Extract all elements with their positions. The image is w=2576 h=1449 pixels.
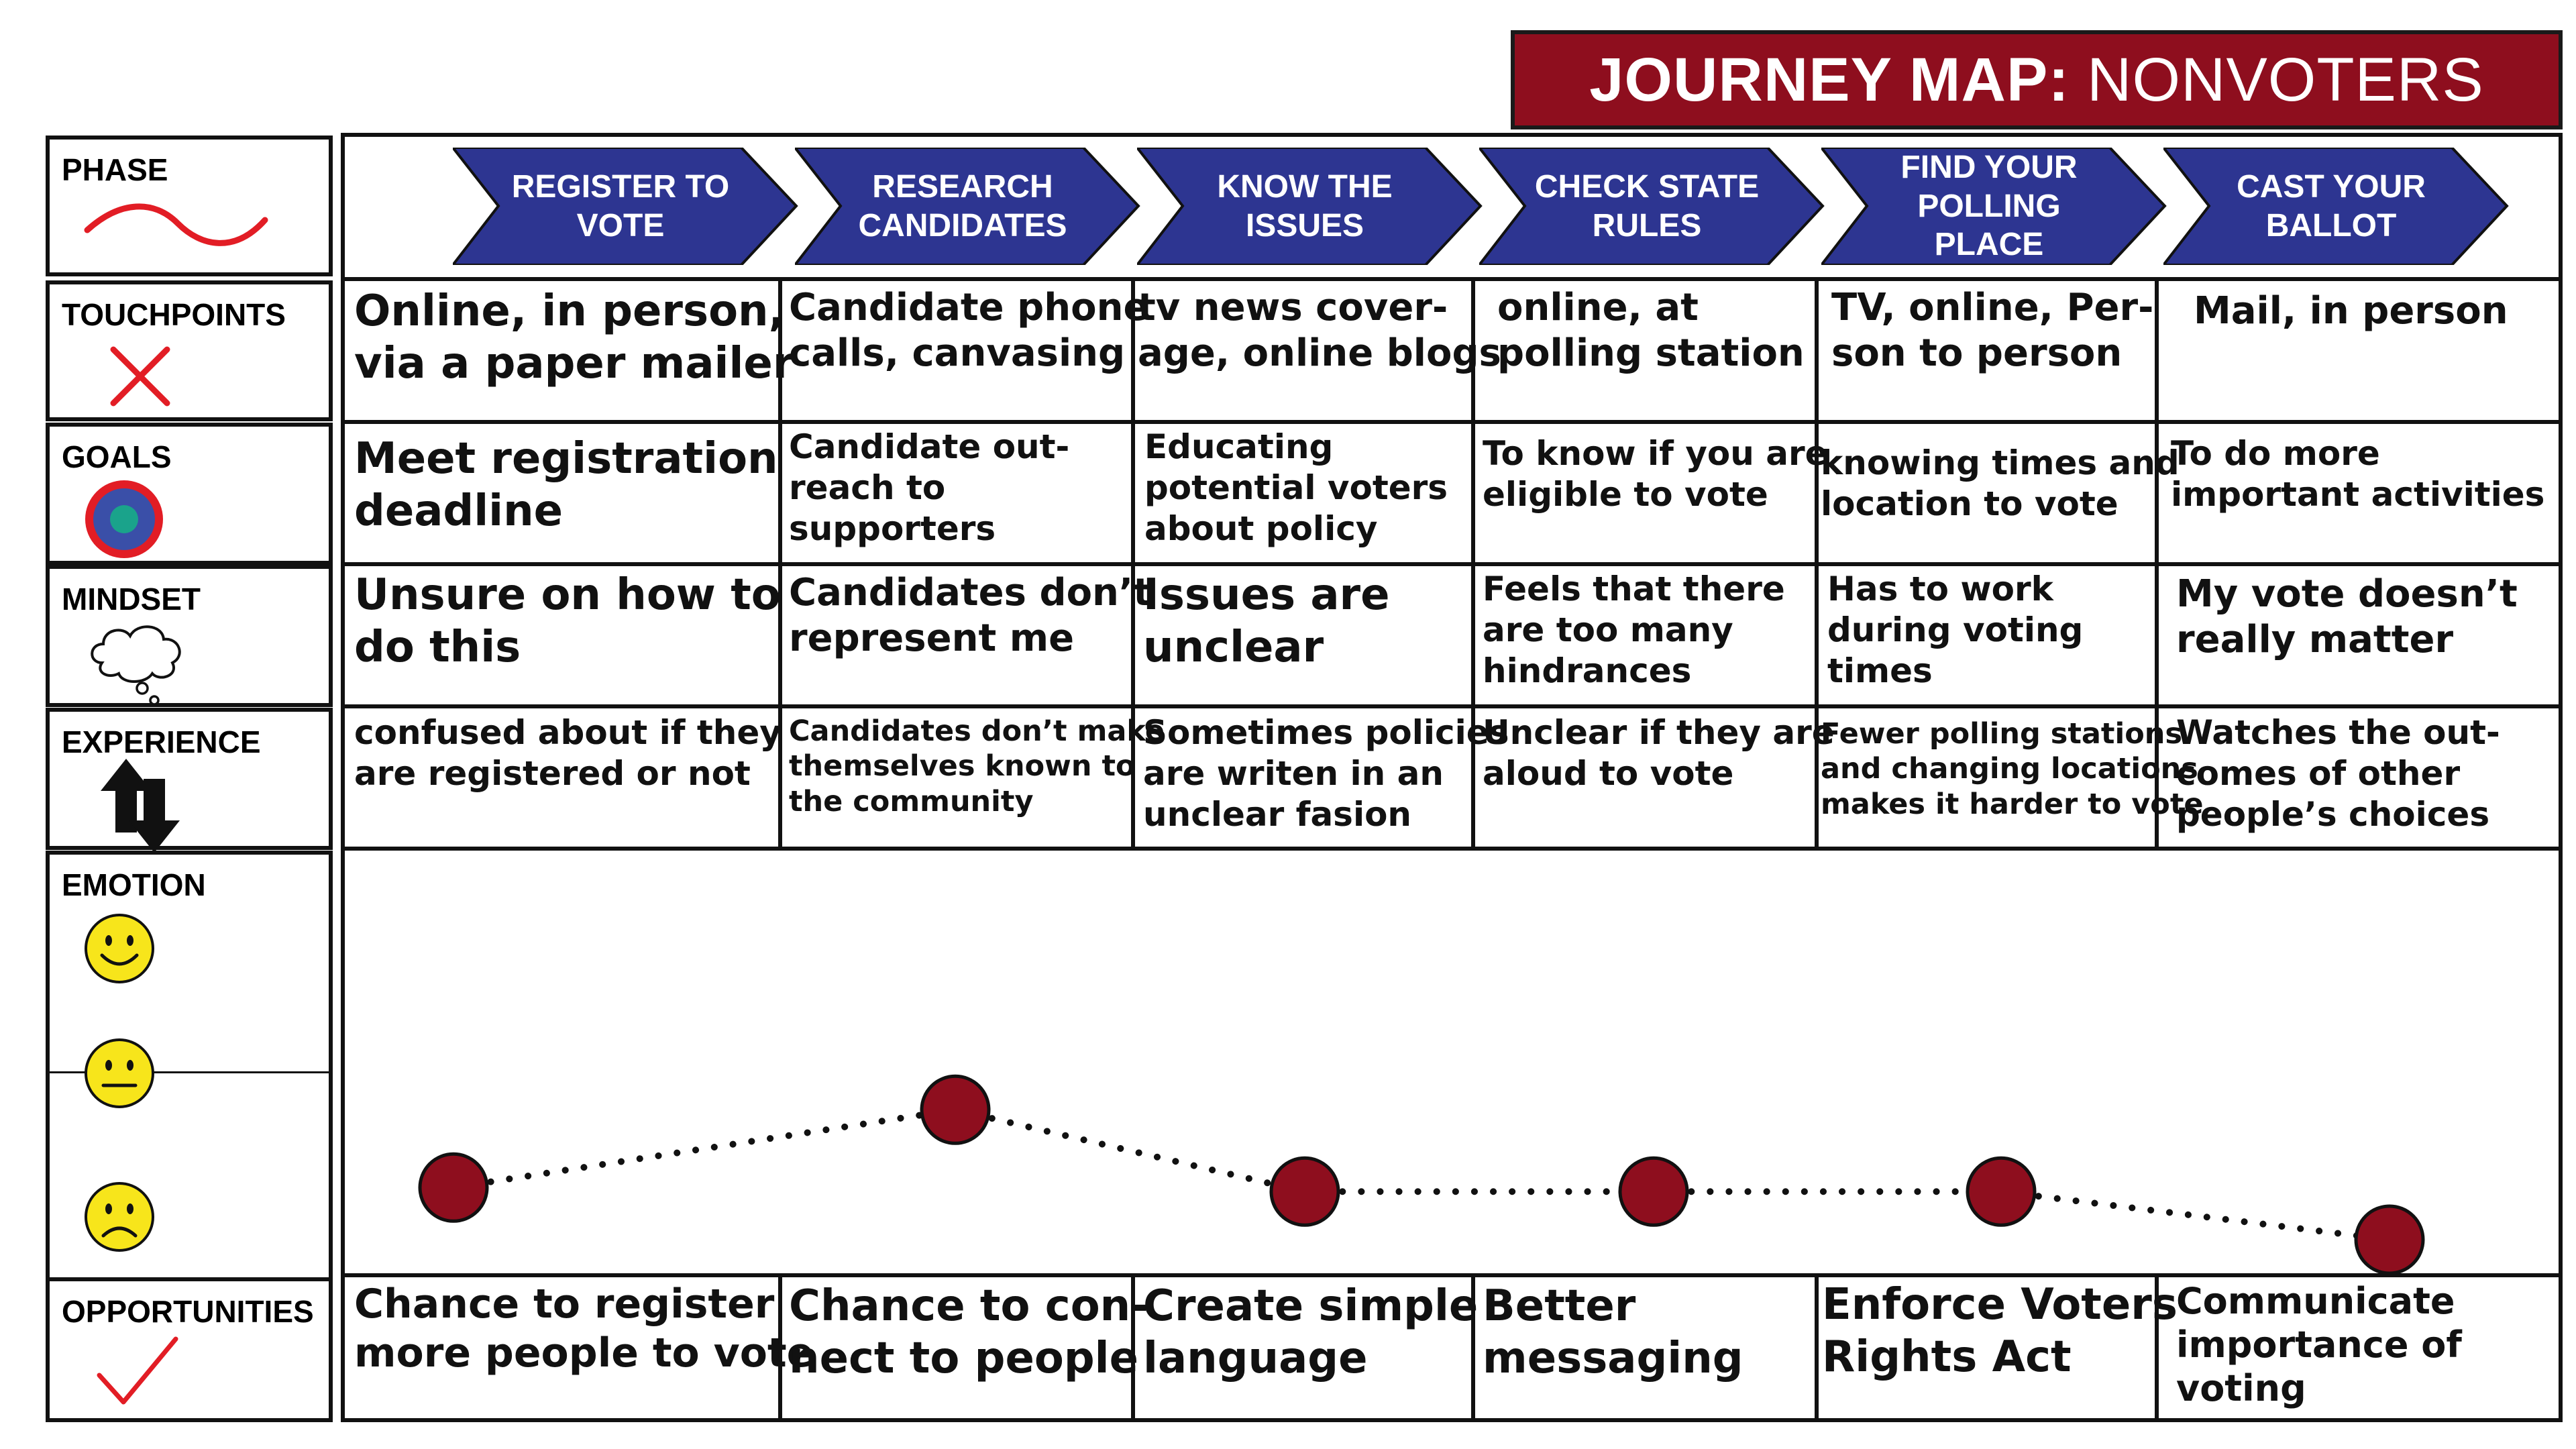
emotion-point bbox=[920, 1074, 991, 1145]
phase-label: RESEARCH CANDIDATES bbox=[858, 168, 1067, 244]
target-icon bbox=[85, 480, 163, 558]
column-divider bbox=[778, 1273, 782, 1422]
checkmark-icon bbox=[97, 1336, 178, 1405]
opportunity-text: Chance to register more people to vote bbox=[354, 1281, 814, 1377]
label-opportunities: OPPORTUNITIES bbox=[62, 1294, 314, 1329]
phase-label: KNOW THE ISSUES bbox=[1217, 168, 1393, 244]
phase-chevron-ballot: CAST YOUR BALLOT bbox=[2163, 148, 2512, 265]
neutral-face-icon bbox=[85, 1038, 154, 1108]
goal-text: knowing times and location to vote bbox=[1821, 443, 2180, 523]
mindset-text: My vote doesn’t really matter bbox=[2176, 572, 2518, 662]
up-down-arrows-icon bbox=[101, 759, 180, 853]
touchpoint-text: online, at polling station bbox=[1497, 286, 1805, 376]
opportunity-text: Better messaging bbox=[1483, 1281, 1743, 1384]
touchpoint-text: Mail, in person bbox=[2194, 289, 2508, 333]
emotion-point bbox=[1269, 1156, 1340, 1227]
happy-face-icon bbox=[85, 914, 154, 983]
touchpoint-text: tv news cover- age, online blogs bbox=[1138, 286, 1501, 376]
experience-text: Unclear if they are aloud to vote bbox=[1483, 713, 1835, 793]
thought-cloud-icon bbox=[91, 625, 181, 706]
phase-chevron-rules: CHECK STATE RULES bbox=[1479, 148, 1828, 265]
row-divider bbox=[341, 847, 2563, 851]
label-mindset: MINDSET bbox=[62, 582, 201, 616]
mindset-text: Has to work during voting times bbox=[1827, 570, 2084, 690]
column-divider bbox=[1815, 1273, 1819, 1422]
column-divider bbox=[2155, 1273, 2159, 1422]
emotion-connector bbox=[952, 1106, 1308, 1195]
column-divider bbox=[1471, 277, 1475, 851]
emotion-connector bbox=[450, 1106, 959, 1191]
label-cell-emotion-lower bbox=[46, 1038, 333, 1285]
journey-grid bbox=[341, 133, 2563, 1422]
label-touchpoints: TOUCHPOINTS bbox=[62, 297, 286, 332]
opportunity-text: Create simple language bbox=[1143, 1281, 1479, 1384]
emotion-point bbox=[1966, 1156, 2037, 1227]
emotion-connector bbox=[1998, 1188, 2393, 1243]
wave-icon bbox=[84, 203, 268, 246]
label-cell-goals: GOALS bbox=[46, 423, 333, 565]
goal-text: To know if you are eligible to vote bbox=[1483, 434, 1828, 514]
emotion-point bbox=[1618, 1156, 1689, 1227]
experience-text: Watches the out- comes of other people’s… bbox=[2176, 713, 2500, 834]
phase-label: CHECK STATE RULES bbox=[1534, 168, 1760, 244]
row-divider bbox=[341, 562, 2563, 566]
row-divider bbox=[341, 704, 2563, 708]
label-cell-emotion: EMOTION bbox=[46, 851, 333, 1073]
label-experience: EXPERIENCE bbox=[62, 724, 261, 759]
page-title: JOURNEY MAP: NONVOTERS bbox=[1511, 30, 2563, 129]
label-cell-touchpoints: TOUCHPOINTS bbox=[46, 280, 333, 421]
label-cell-mindset: MINDSET bbox=[46, 565, 333, 707]
opportunity-text: Communicate importance of voting bbox=[2176, 1280, 2462, 1409]
experience-text: Fewer polling stations and changing loca… bbox=[1821, 717, 2204, 821]
phase-label: FIND YOUR POLLING PLACE bbox=[1900, 150, 2078, 263]
column-divider bbox=[1815, 277, 1819, 851]
phase-chevron-register: REGISTER TO VOTE bbox=[453, 148, 802, 265]
label-emotion: EMOTION bbox=[62, 867, 206, 902]
phase-label: CAST YOUR BALLOT bbox=[2237, 168, 2426, 244]
sad-face-icon bbox=[85, 1182, 154, 1252]
phase-label: REGISTER TO VOTE bbox=[511, 168, 730, 244]
goal-text: Candidate out- reach to supporters bbox=[789, 427, 1070, 548]
phase-chevron-polling: FIND YOUR POLLING PLACE bbox=[1821, 148, 2170, 265]
label-cell-opportunities: OPPORTUNITIES bbox=[46, 1277, 333, 1422]
column-divider bbox=[778, 277, 782, 851]
touchpoint-text: Candidate phone calls, canvasing bbox=[789, 286, 1149, 376]
touchpoint-text: Online, in person, via a paper mailer bbox=[354, 286, 794, 389]
mindset-text: Feels that there are too many hindrances bbox=[1483, 570, 1785, 690]
phase-chevron-issues: KNOW THE ISSUES bbox=[1137, 148, 1486, 265]
emotion-chart bbox=[418, 1074, 2425, 1273]
label-phase: PHASE bbox=[62, 152, 168, 187]
experience-text: Candidates don’t make themselves known t… bbox=[789, 714, 1165, 818]
mindset-text: Unsure on how to do this bbox=[354, 570, 781, 673]
goal-text: Meet registration deadline bbox=[354, 434, 778, 537]
title-prefix: JOURNEY MAP: bbox=[1589, 45, 2070, 114]
column-divider bbox=[1131, 1273, 1135, 1422]
row-divider bbox=[341, 277, 2563, 281]
goal-text: To do more important activities bbox=[2171, 434, 2545, 514]
experience-text: Sometimes policies are writen in an uncl… bbox=[1143, 713, 1509, 834]
emotion-point bbox=[418, 1152, 489, 1223]
mindset-text: Candidates don’t represent me bbox=[789, 571, 1151, 661]
column-divider bbox=[1131, 277, 1135, 851]
row-divider bbox=[341, 420, 2563, 424]
goal-text: Educating potential voters about policy bbox=[1144, 427, 1448, 548]
row-divider bbox=[341, 1273, 2563, 1277]
label-goals: GOALS bbox=[62, 439, 172, 474]
touchpoint-text: TV, online, Per- son to person bbox=[1831, 286, 2154, 376]
opportunity-text: Enforce Voters Rights Act bbox=[1822, 1280, 2178, 1383]
column-divider bbox=[2155, 277, 2159, 851]
x-mark-icon bbox=[110, 346, 170, 407]
phase-chevron-research: RESEARCH CANDIDATES bbox=[795, 148, 1144, 265]
column-divider bbox=[1471, 1273, 1475, 1422]
opportunity-text: Chance to con- nect to people bbox=[789, 1281, 1148, 1384]
title-suffix: NONVOTERS bbox=[2087, 45, 2484, 114]
mindset-text: Issues are unclear bbox=[1143, 570, 1390, 673]
label-cell-phase: PHASE bbox=[46, 136, 333, 276]
label-cell-experience: EXPERIENCE bbox=[46, 708, 333, 853]
experience-text: confused about if they are registered or… bbox=[354, 713, 782, 793]
emotion-point bbox=[2354, 1204, 2425, 1273]
